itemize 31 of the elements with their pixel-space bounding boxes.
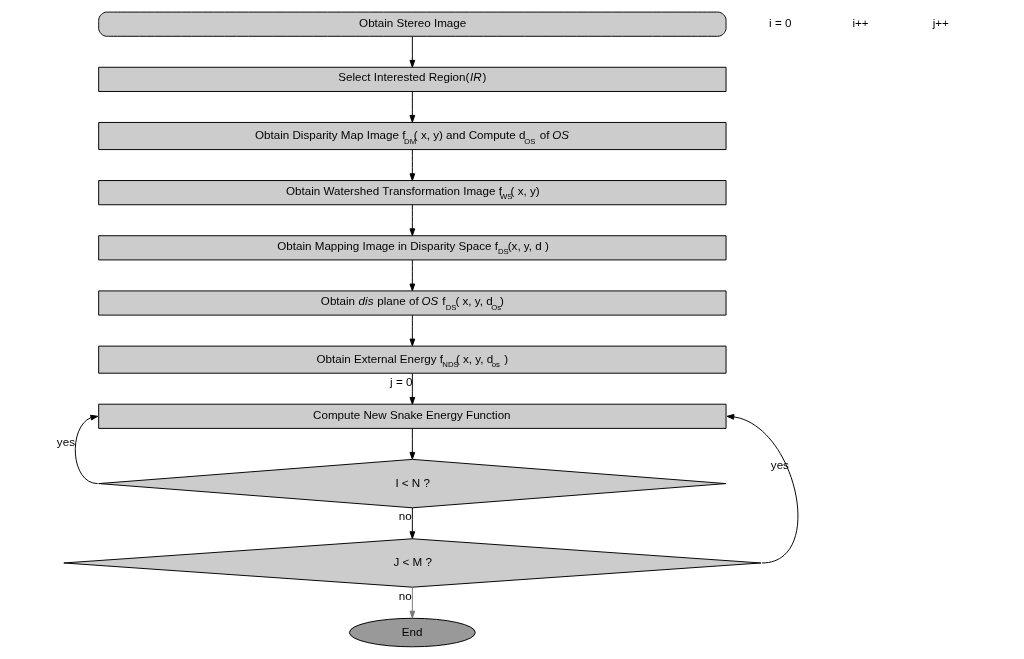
arrow: [409, 259, 416, 292]
edge-label: no: [398, 588, 412, 602]
edge-label: j = 0: [390, 374, 413, 388]
arrow: [409, 91, 416, 123]
arrow: [409, 372, 416, 405]
node-box: Select Interested Region(IR): [98, 66, 727, 92]
arrow: [409, 314, 416, 347]
arrow: [409, 507, 416, 539]
arrow: [409, 35, 416, 68]
node-box: Obtain External Energy f$_{NDS}$( x, y, d$_{os}$ ): [98, 345, 727, 374]
node-box: Obtain Mapping Image in Disparity Space f$_{DS}$(x, y, d ): [98, 235, 727, 261]
arrow: [409, 428, 416, 460]
node-diamond: J < M ?: [63, 538, 762, 588]
node-diamond: I < N ?: [98, 458, 727, 509]
arrow: [74, 414, 99, 485]
arrow: [409, 149, 416, 182]
arrow: [409, 204, 416, 237]
node-box: Obtain Disparity Map Image f$_{DM}$( x, y) and Compute d$_{OS}$ of OS: [98, 121, 727, 151]
arrow: [409, 586, 416, 619]
label: i++: [852, 16, 869, 30]
node-box: Obtain Stereo Image: [98, 11, 727, 37]
node-box: Obtain Watershed Transformation Image f$_{WS}$( x, y): [98, 180, 727, 206]
node-ellipse: End: [348, 617, 476, 648]
label: j++: [932, 16, 949, 30]
edge-label: yes: [770, 457, 789, 471]
arrow: [726, 413, 799, 564]
edge-label: no: [398, 508, 412, 522]
edge-label: yes: [56, 435, 75, 449]
label: i = 0: [769, 16, 792, 30]
node-box: Compute New Snake Energy Function: [98, 403, 727, 429]
node-box: Obtain dis plane of OS f$_{DS}$( x, y, d$_{Os}$): [98, 290, 727, 316]
